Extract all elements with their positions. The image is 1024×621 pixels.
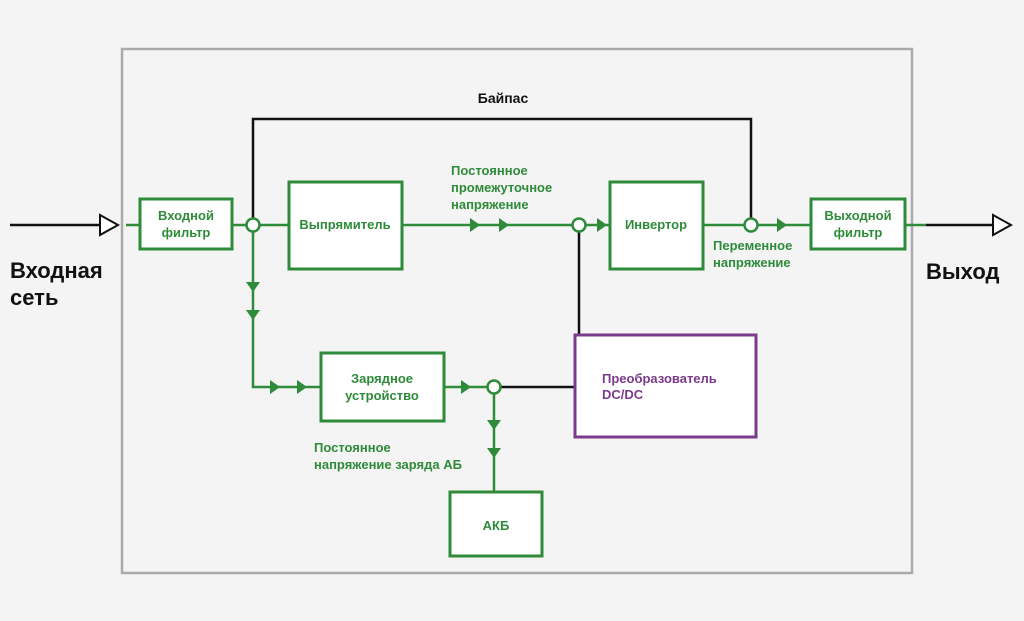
bypass-line <box>251 117 753 218</box>
dcdc-block: Преобразователь DC/DC <box>573 333 758 439</box>
output-arrow-icon <box>992 213 1014 237</box>
charger-feed-arrow-2-icon <box>246 310 260 320</box>
dclink-arrow-1-icon <box>470 218 480 232</box>
input-arrow-icon <box>99 213 121 237</box>
dclink-arrow-2-icon <box>499 218 509 232</box>
charger-label-1: Зарядное <box>351 371 413 386</box>
dclink-label-2: промежуточное <box>451 180 552 195</box>
dcdc-label-2: DC/DC <box>602 387 644 402</box>
charger-output-arrow-icon <box>461 380 471 394</box>
output-filter-label-1: Выходной <box>824 208 891 223</box>
inverter-input-arrow-icon <box>597 218 607 232</box>
battery-junction-node <box>486 379 502 395</box>
charge-voltage-label-1: Постоянное <box>314 440 391 455</box>
inverter-label: Инвертор <box>625 217 687 232</box>
output-filter-arrow-icon <box>777 218 787 232</box>
input-junction-node <box>245 217 261 233</box>
input-label-line1: Входная <box>10 258 103 283</box>
input-label-line2: сеть <box>10 285 58 310</box>
charger-label-2: устройство <box>345 388 419 403</box>
dclink-junction-node <box>571 217 587 233</box>
battery-block: АКБ <box>448 490 544 558</box>
bypass-label: Байпас <box>478 90 529 106</box>
battery-label: АКБ <box>483 518 510 533</box>
output-filter-block: Выходной фильтр <box>809 197 907 251</box>
output-filter-label-2: фильтр <box>834 225 883 240</box>
ac-voltage-label-2: напряжение <box>713 255 791 270</box>
dclink-label-1: Постоянное <box>451 163 528 178</box>
output-label: Выход <box>926 259 1000 284</box>
charger-feed-arrow-4-icon <box>297 380 307 394</box>
battery-arrow-2-icon <box>487 448 501 458</box>
charge-voltage-label-2: напряжение заряда АБ <box>314 457 462 472</box>
output-junction-node <box>743 217 759 233</box>
charger-feed-arrow-3-icon <box>270 380 280 394</box>
rectifier-label: Выпрямитель <box>299 217 390 232</box>
ups-frame <box>120 47 914 575</box>
input-filter-label-1: Входной <box>158 208 214 223</box>
input-filter-label-2: фильтр <box>162 225 211 240</box>
battery-arrow-1-icon <box>487 420 501 430</box>
charger-feed-arrow-1-icon <box>246 282 260 292</box>
rectifier-block: Выпрямитель <box>287 180 404 271</box>
charger-block: Зарядное устройство <box>319 351 446 423</box>
dcdc-label-1: Преобразователь <box>602 371 717 386</box>
dclink-label-3: напряжение <box>451 197 529 212</box>
ac-voltage-label-1: Переменное <box>713 238 792 253</box>
inverter-block: Инвертор <box>608 180 705 271</box>
input-filter-block: Входной фильтр <box>138 197 234 251</box>
